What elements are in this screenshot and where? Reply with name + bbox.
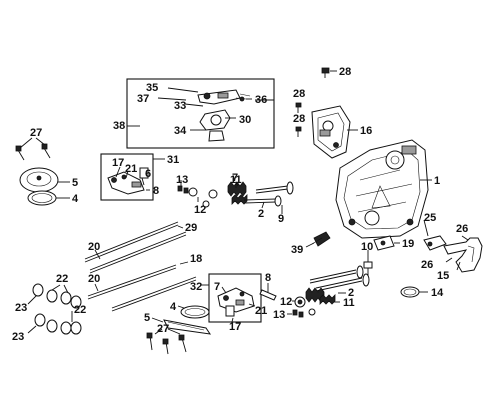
callout-9: 9 [278, 213, 284, 225]
callout-37: 37 [137, 93, 149, 105]
bolts-28 [295, 102, 302, 137]
valve-seals-top [202, 200, 210, 208]
callout-21-top: 21 [125, 163, 137, 175]
engine-block-1 [335, 139, 429, 239]
governor-assembly [197, 89, 251, 142]
callout-32: 32 [190, 281, 202, 293]
callout-15: 15 [437, 270, 449, 282]
callout-6: 6 [145, 168, 151, 180]
bolt-28-top [321, 67, 330, 78]
callout-8-top: 8 [153, 185, 159, 197]
callout-25: 25 [424, 212, 436, 224]
callout-21-bottom: 21 [255, 305, 267, 317]
callout-22-bottom: 22 [74, 304, 86, 316]
o-ring-14 [400, 286, 420, 298]
group-box-38 [126, 78, 275, 149]
callout-12-bottom: 12 [280, 296, 292, 308]
callout-22-top: 22 [56, 273, 68, 285]
rocker-arm-assembly-32 [217, 287, 255, 317]
callout-28-a: 28 [293, 88, 305, 100]
bolts-27-bottom [146, 332, 187, 355]
group-box-31 [100, 153, 165, 201]
callout-23-top: 23 [15, 302, 27, 314]
callout-35: 35 [146, 82, 158, 94]
exhaust-pipe-15 [443, 237, 483, 273]
callout-1: 1 [434, 175, 440, 187]
callout-27-top: 27 [30, 127, 42, 139]
valves-2-right [309, 265, 370, 292]
valve-keepers-13-bottom [292, 309, 304, 318]
spark-plug-10 [363, 254, 373, 276]
valve-seal-bottom [308, 308, 316, 316]
valves-9 [243, 181, 294, 207]
pipe-25 [423, 235, 447, 251]
callout-20-bottom: 20 [88, 273, 100, 285]
callout-23-bottom: 23 [12, 331, 24, 343]
callout-17-bottom: 17 [229, 321, 241, 333]
callout-19: 19 [402, 238, 414, 250]
callout-17-top: 17 [112, 157, 124, 169]
cover-5-bottom [163, 319, 212, 335]
callout-18: 18 [190, 253, 202, 265]
callout-26-top: 26 [456, 223, 468, 235]
callout-13-top: 13 [176, 174, 188, 186]
callout-28-b: 28 [293, 113, 305, 125]
cover-5 [19, 167, 59, 193]
group-box-32 [201, 273, 262, 323]
callout-8-bottom: 8 [265, 272, 271, 284]
callout-14: 14 [431, 287, 444, 299]
callout-16: 16 [360, 125, 372, 137]
callout-28-top: 28 [339, 66, 351, 78]
side-cover-16 [311, 105, 351, 159]
gasket-4-bottom [180, 305, 210, 319]
callout-12-top: 12 [194, 204, 206, 216]
pin-8 [259, 289, 277, 301]
callout-7-top: 7 [232, 172, 238, 184]
callout-11-top: 11 [230, 174, 242, 186]
callout-36: 36 [255, 94, 267, 106]
callout-26-bottom: 26 [421, 259, 433, 271]
valve-springs-11-bottom [305, 287, 336, 305]
callout-39: 39 [291, 244, 303, 256]
valve-retainers-12-top [188, 187, 218, 199]
callout-13-bottom: 13 [273, 309, 285, 321]
callout-34: 34 [174, 125, 187, 137]
pushrods [84, 221, 197, 312]
callout-33: 33 [174, 100, 186, 112]
callout-10: 10 [361, 241, 373, 253]
tappets-lower [34, 313, 82, 335]
callout-7-bottom: 7 [214, 281, 220, 293]
callout-5-top: 5 [72, 177, 78, 189]
valve-retainers-12-bottom [294, 296, 306, 308]
callout-11-bottom: 11 [343, 297, 355, 309]
callout-20-top: 20 [88, 241, 100, 253]
callout-30: 30 [239, 114, 251, 126]
bolts-27-top [15, 143, 51, 161]
part-19 [373, 235, 395, 251]
callout-2-top: 2 [258, 208, 264, 220]
callout-5-bottom: 5 [144, 312, 150, 324]
gasket-4 [27, 190, 57, 206]
callout-27-bottom: 27 [157, 323, 169, 335]
callout-31: 31 [167, 154, 179, 166]
valve-keepers-13-top [177, 185, 189, 194]
clip-39 [311, 231, 331, 247]
valve-springs-11-top [227, 181, 248, 205]
rocker-arm-assembly-31 [107, 167, 149, 195]
callout-38: 38 [113, 120, 125, 132]
callout-2-bottom: 2 [348, 287, 354, 299]
tappets-upper [32, 283, 82, 309]
callout-4-bottom: 4 [170, 301, 177, 313]
callout-4-top: 4 [72, 193, 79, 205]
callout-29: 29 [185, 222, 197, 234]
